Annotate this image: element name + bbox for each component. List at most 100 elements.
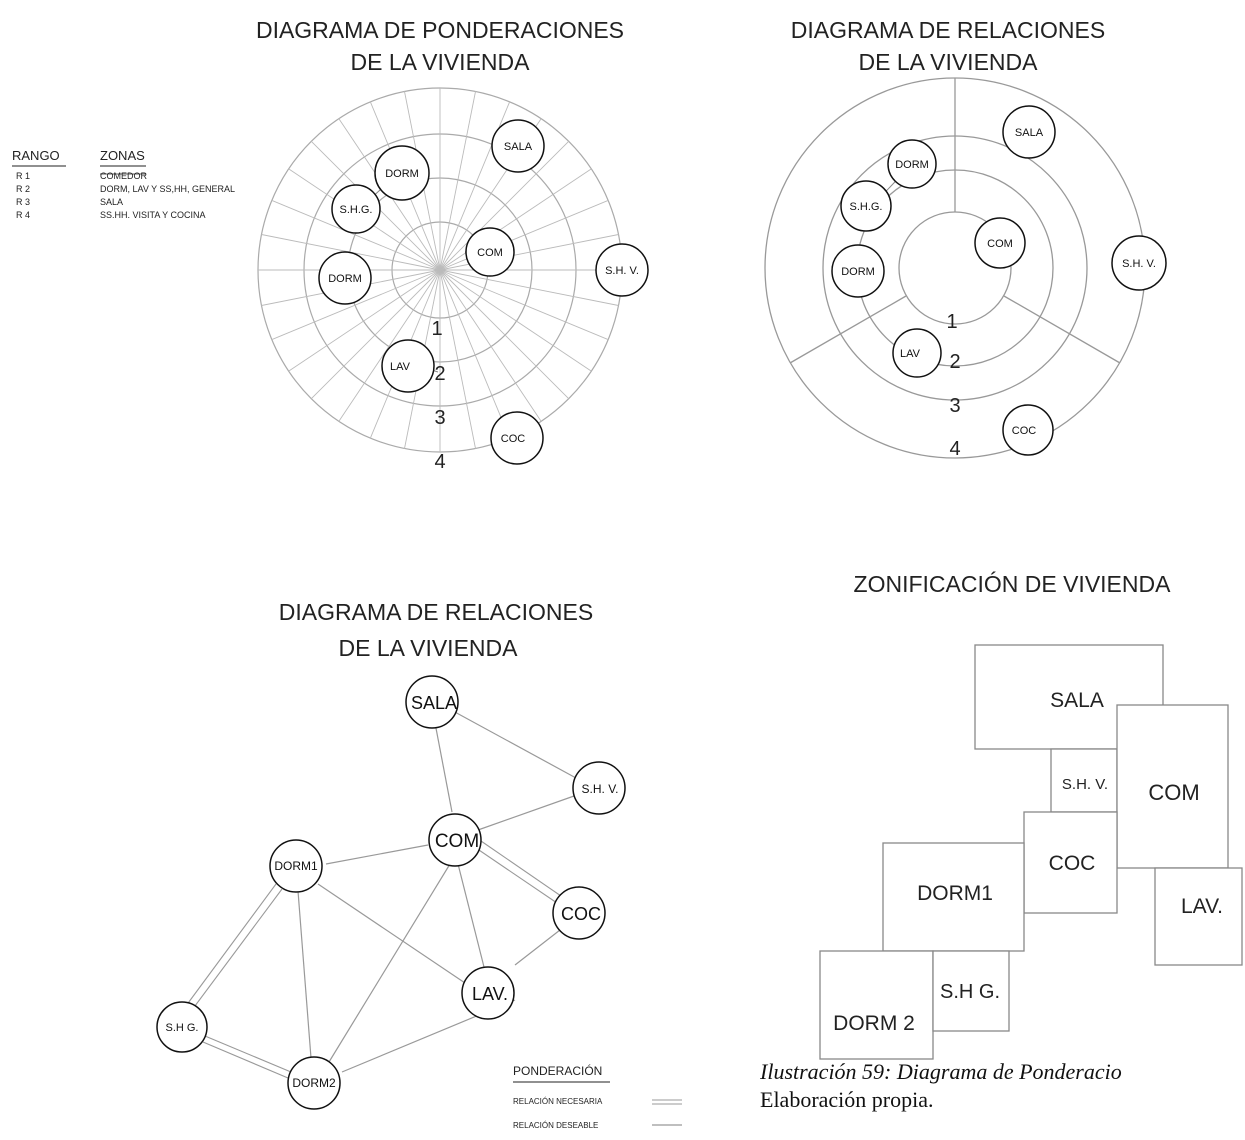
diagram-zonificacion: ZONIFICACIÓN DE VIVIENDA SALA S.H. V. CO…: [819, 571, 1243, 1060]
ring-label-1: 1: [431, 318, 442, 340]
legend-relacion-deseable: RELACIÓN DESEABLE: [513, 1121, 598, 1130]
radial-ring-label-2: 2: [949, 351, 960, 373]
grafo-node-lav: LAV.: [461, 966, 515, 1020]
radial-node-sala-label: SALA: [1015, 127, 1044, 139]
node-dorm-lower: DORM: [318, 251, 372, 305]
caption-title: Ilustración 59: Diagrama de Ponderacio: [760, 1059, 1122, 1084]
grafo-node-coc: COC: [552, 886, 606, 940]
grafo-node-sala-label: SALA: [411, 693, 457, 713]
radial-ring-label-1: 1: [946, 311, 957, 333]
zonas-row-4: SS.HH. VISITA Y COCINA: [100, 210, 206, 220]
zone-dorm1-label: DORM1: [917, 882, 993, 905]
node-shv-label: S.H. V.: [605, 265, 639, 277]
grafo-node-dorm2: DORM2: [287, 1056, 341, 1110]
relaciones-grafo-title-line1: DIAGRAMA DE RELACIONES: [279, 599, 593, 625]
grid-spoke: [439, 140, 570, 271]
node-coc-label: COC: [501, 433, 526, 445]
radial-node-shv: S.H. V.: [1111, 235, 1167, 291]
grid-spoke: [439, 269, 511, 439]
relaciones-radial-ring-labels: 1 2 3 4: [946, 311, 960, 460]
zone-shg: [932, 950, 1010, 1032]
radial-node-com: COM: [974, 217, 1026, 269]
zone-com-label: COM: [1148, 780, 1199, 805]
zone-dorm2: [819, 950, 934, 1060]
grafo-node-dorm1-label: DORM1: [274, 859, 318, 873]
grafo-node-coc-label: COC: [561, 904, 601, 924]
grid-spoke: [271, 199, 441, 271]
relaciones-radial-title-line1: DIAGRAMA DE RELACIONES: [791, 17, 1105, 43]
zone-lav: [1154, 867, 1243, 966]
grafo-node-shg-label: S.H G.: [165, 1022, 198, 1034]
radial-ring-label-4: 4: [949, 438, 960, 460]
grid-spoke: [439, 269, 592, 372]
grafo-edges-necesaria: [179, 840, 562, 1079]
grafo-node-com: COM: [428, 813, 482, 867]
radial-node-shg-label: S.H.G.: [849, 201, 882, 213]
radial-node-shg: S.H.G.: [840, 180, 892, 232]
ring-label-3: 3: [434, 407, 445, 429]
node-sala: SALA: [491, 119, 545, 173]
radial-node-dorm-upper: DORM: [887, 139, 937, 189]
ponderacion-legend: PONDERACIÓN RELACIÓN NECESARIA RELACIÓN …: [513, 1063, 682, 1130]
node-dorm-upper: DORM: [374, 145, 430, 201]
diagram-relaciones-radial: DIAGRAMA DE RELACIONES DE LA VIVIENDA 1 …: [764, 17, 1167, 460]
node-coc: COC: [490, 411, 544, 465]
ponderaciones-radial-grid: [257, 87, 623, 453]
grid-spoke: [288, 269, 441, 372]
radial-node-coc: COC: [1002, 404, 1054, 456]
zonificacion-blocks: [819, 644, 1243, 1060]
node-dorm-upper-label: DORM: [385, 168, 419, 180]
ring-label-4: 4: [434, 451, 445, 473]
node-shg-label: S.H.G.: [339, 204, 372, 216]
grafo-node-shv-label: S.H. V.: [582, 782, 619, 796]
ponderacion-legend-title: PONDERACIÓN: [513, 1063, 602, 1078]
rango-row-3: R 3: [16, 197, 30, 207]
node-shg: S.H.G.: [331, 184, 381, 234]
zonas-header: ZONAS: [100, 148, 145, 163]
radial-node-dorm-lower-label: DORM: [841, 266, 875, 278]
ponderaciones-title-line2: DE LA VIVIENDA: [351, 49, 531, 75]
grid-spoke: [439, 168, 592, 271]
ponderaciones-ring-labels: 1 2 3 4: [431, 318, 445, 473]
zone-shv-label: S.H. V.: [1062, 776, 1108, 793]
radial-ring-label-3: 3: [949, 395, 960, 417]
zone-shg-label: S.H G.: [940, 981, 1000, 1003]
radial-node-com-label: COM: [987, 238, 1013, 250]
grid-spoke: [439, 199, 609, 271]
ring-label-2: 2: [434, 363, 445, 385]
grid-spoke: [338, 269, 441, 422]
grafo-node-lav-label: LAV.: [472, 984, 508, 1004]
rango-row-2: R 2: [16, 184, 30, 194]
rango-legend: RANGO ZONAS R 1 COMEDOR R 2 DORM, LAV Y …: [12, 148, 235, 220]
radial-node-lav: LAV: [892, 328, 942, 378]
radial-node-dorm-lower: DORM: [831, 244, 885, 298]
grid-spoke: [439, 269, 619, 306]
grafo-nodes: SALA S.H. V. COM DORM1 COC S.H G.: [156, 675, 626, 1110]
grafo-node-dorm1: DORM1: [269, 839, 323, 893]
ponderaciones-nodes: SALA DORM S.H.G. COM DORM S.H. V.: [318, 119, 649, 465]
zonas-row-1: COMEDOR: [100, 171, 148, 181]
grafo-node-dorm2-label: DORM2: [292, 1076, 336, 1090]
relaciones-radial-nodes: SALA DORM S.H.G. COM DORM S.H. V.: [831, 105, 1167, 456]
grafo-node-shv: S.H. V.: [572, 761, 626, 815]
grid-spoke: [310, 269, 441, 400]
legend-relacion-necesaria: RELACIÓN NECESARIA: [513, 1097, 603, 1106]
legend-double-line-swatch: [652, 1099, 682, 1105]
relaciones-grafo-title-line2: DE LA VIVIENDA: [339, 635, 519, 661]
grafo-node-sala: SALA: [405, 675, 459, 729]
caption-source: Elaboración propia.: [760, 1087, 934, 1112]
radial-node-coc-label: COC: [1012, 425, 1037, 437]
ponderaciones-title-line1: DIAGRAMA DE PONDERACIONES: [256, 17, 624, 43]
zonas-row-2: DORM, LAV Y SS,HH, GENERAL: [100, 184, 235, 194]
zone-coc-label: COC: [1049, 852, 1096, 875]
relaciones-radial-title-line2: DE LA VIVIENDA: [859, 49, 1039, 75]
rango-row-1: R 1: [16, 171, 30, 181]
grafo-node-shg: S.H G.: [156, 1001, 208, 1053]
zone-dorm1: [882, 842, 1025, 952]
zone-lav-label: LAV.: [1181, 895, 1223, 918]
grid-spoke: [439, 269, 542, 422]
node-com: COM: [465, 227, 515, 277]
node-com-label: COM: [477, 247, 503, 259]
node-lav-label: LAV: [390, 361, 411, 373]
radial-node-lav-label: LAV: [900, 348, 921, 360]
